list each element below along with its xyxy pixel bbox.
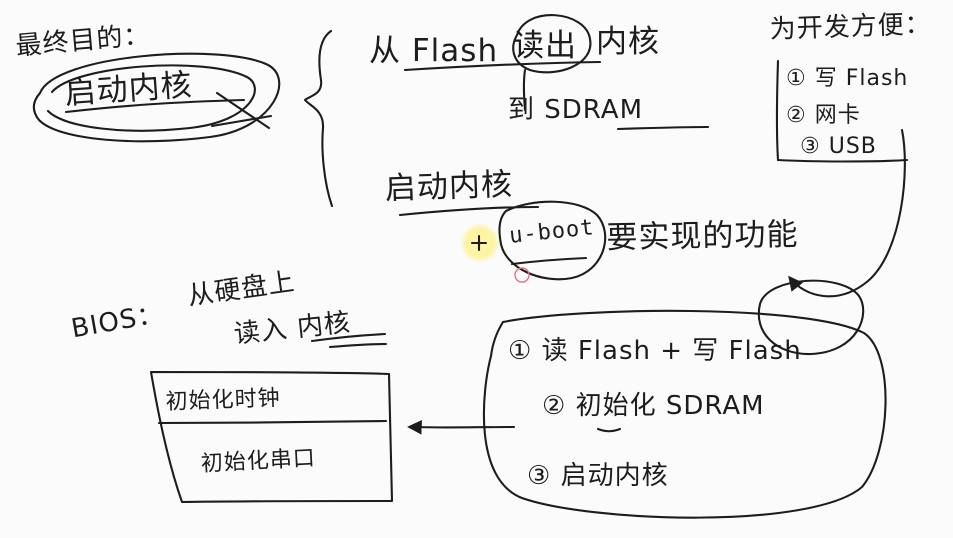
cursor-marker <box>514 267 530 283</box>
convenience-box <box>776 158 909 163</box>
function-item-3: ③ 启动内核 <box>527 461 669 491</box>
function-item-2: ② 初始化 SDRAM <box>542 391 765 421</box>
network-card-item: ② 网卡 <box>786 103 861 128</box>
read-circle <box>512 14 592 74</box>
uboot-function-text: 要实现的功能 <box>606 216 799 256</box>
development-convenience-text: 为开发方便： <box>769 9 933 45</box>
function-ellipse <box>482 309 887 519</box>
usb-item: ③ USB <box>800 134 877 159</box>
left-brace <box>303 29 334 208</box>
start-kernel-step-text: 启动内核 <box>384 166 514 207</box>
function-item-1: ① 读 Flash + 写 Flash <box>508 336 802 366</box>
write-flash-circle <box>757 279 865 356</box>
goal-strike <box>210 114 273 128</box>
bios-underline <box>310 332 387 343</box>
start-kernel-main-text: 启动内核 <box>63 67 194 112</box>
uboot-circle <box>498 200 607 281</box>
read-pointer <box>522 68 527 112</box>
function-underline <box>596 427 622 433</box>
goal-underline <box>64 98 246 114</box>
goal-ellipse-inner <box>46 64 256 132</box>
uboot-underline <box>510 256 588 266</box>
read-kernel-prefix-text: 从 Flash <box>369 33 499 69</box>
bios-box <box>149 370 394 504</box>
sdram-underline <box>616 125 710 131</box>
bios-box-divider <box>157 419 388 425</box>
kernel-word-text: 内核 <box>596 24 660 60</box>
goal-strike <box>215 91 271 130</box>
bios-box-line1-text: 初始化时钟 <box>165 385 282 415</box>
to-sdram-text: 到 SDRAM <box>508 95 644 125</box>
kernel-underline <box>398 205 540 217</box>
convenience-box <box>775 59 780 162</box>
goal-ellipse-outer <box>32 52 281 143</box>
usb-arrow <box>788 128 906 298</box>
write-flash-item: ① 写 Flash <box>786 66 909 91</box>
crosshair-icon <box>470 234 488 252</box>
bios-box-line2-text: 初始化串口 <box>200 445 317 477</box>
bios-kernel-underline <box>328 342 388 349</box>
read-out-text: 读出 <box>513 28 577 64</box>
read-underline <box>403 60 602 72</box>
